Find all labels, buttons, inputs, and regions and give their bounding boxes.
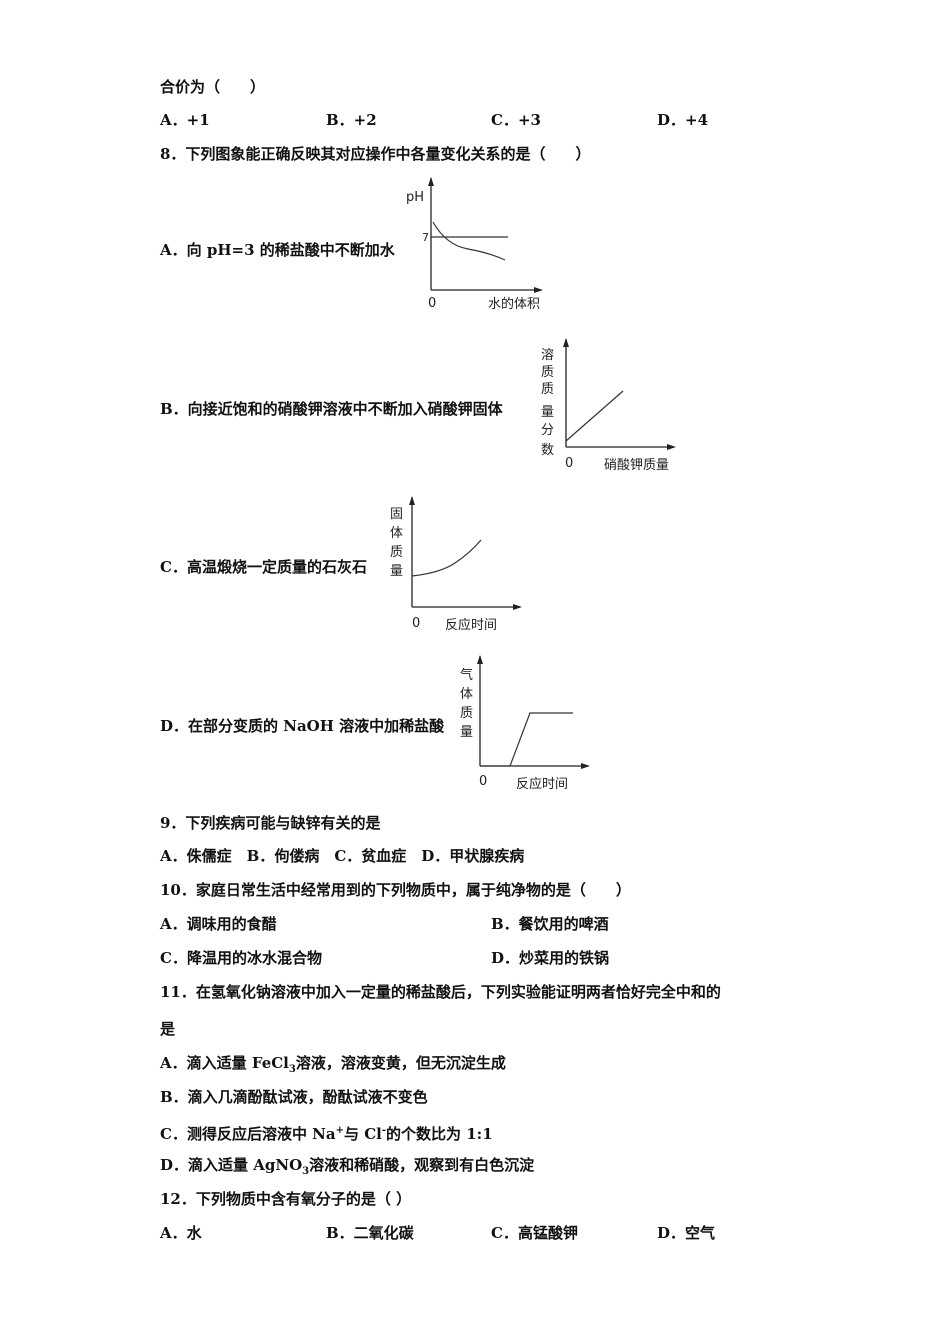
q9-stem: 9．下列疾病可能与缺锌有关的是 — [160, 814, 381, 832]
q11-a-post: 溶液，溶液变黄，但无沉淀生成 — [295, 1054, 506, 1072]
graph-a-origin: 0 — [428, 296, 436, 311]
graph-b-origin: 0 — [565, 456, 573, 471]
graph-d-y-arrow — [477, 655, 483, 664]
q11-a-sub: 3 — [288, 1064, 296, 1075]
graph-b-y-label-3: 质 — [541, 382, 554, 397]
q11-option-c: C．测得反应后溶液中 Na+与 Cl-的个数比为 1:1 — [160, 1121, 493, 1144]
graph-c-y-arrow — [409, 496, 415, 505]
graph-c-y-label-3: 质 — [390, 545, 403, 560]
q7-stem-tail: 合价为（ ） — [160, 78, 266, 96]
graph-c-origin: 0 — [412, 616, 420, 631]
graph-b-y-label-6: 数 — [541, 443, 554, 458]
graph-d-x-arrow — [581, 763, 590, 769]
graph-d-line — [480, 712, 573, 767]
q8-option-c: C．高温煅烧一定质量的石灰石 — [160, 558, 367, 576]
q9-options: A．侏儒症 B．佝偻病 C．贫血症 D．甲状腺疾病 — [160, 847, 525, 865]
graph-d-y-label-3: 质 — [460, 706, 473, 721]
q11-d-post: 溶液和稀硝酸，观察到有白色沉淀 — [309, 1156, 535, 1174]
q8-stem: 8．下列图象能正确反映其对应操作中各量变化关系的是（ ） — [160, 145, 591, 163]
graph-a-x-arrow — [534, 287, 543, 293]
q11-stem-line2: 是 — [160, 1020, 176, 1038]
graph-b-y-label-2: 质 — [541, 365, 554, 380]
q10-option-c: C．降温用的冰水混合物 — [160, 949, 322, 967]
q11-d-sub: 3 — [302, 1166, 310, 1177]
q10-stem: 10．家庭日常生活中经常用到的下列物质中，属于纯净物的是（ ） — [160, 881, 631, 899]
graph-a-y-mark: 7 — [422, 231, 429, 244]
graph-b-line — [565, 390, 624, 442]
graph-a-x-label: 水的体积 — [488, 296, 540, 312]
q11-stem-line1: 11．在氢氧化钠溶液中加入一定量的稀盐酸后，下列实验能证明两者恰好完全中和的 — [160, 983, 721, 1001]
q12-stem: 12．下列物质中含有氧分子的是（ ） — [160, 1190, 412, 1208]
q8-option-d: D．在部分变质的 NaOH 溶液中加稀盐酸 — [160, 717, 445, 735]
graph-b-x-label: 硝酸钾质量 — [604, 458, 669, 473]
q11-c-post: 的个数比为 1:1 — [386, 1125, 493, 1143]
q11-c-sup2: - — [381, 1125, 386, 1136]
q12-option-a: A．水 — [160, 1224, 202, 1242]
graph-b-y-label-1: 溶 — [541, 348, 554, 363]
q10-option-a: A．调味用的食醋 — [160, 915, 277, 933]
q10-option-d: D．炒菜用的铁锅 — [491, 949, 610, 967]
graph-b-x-arrow — [667, 444, 676, 450]
graph-d: 气 体 质 量 0 反应时间 — [455, 652, 600, 797]
q12-option-b: B．二氧化碳 — [326, 1224, 414, 1242]
graph-c: 固 体 质 量 0 反应时间 — [385, 493, 535, 638]
graph-c-y-label-4: 量 — [390, 564, 403, 579]
graph-a-y-arrow — [428, 177, 434, 186]
graph-c-y-label-1: 固 — [390, 507, 403, 522]
graph-c-x-label: 反应时间 — [445, 617, 497, 633]
q8-option-b: B．向接近饱和的硝酸钾溶液中不断加入硝酸钾固体 — [160, 400, 503, 418]
graph-a: pH 7 0 水的体积 — [398, 175, 558, 315]
q10-option-b: B．餐饮用的啤酒 — [491, 915, 609, 933]
q11-option-b: B．滴入几滴酚酞试液，酚酞试液不变色 — [160, 1088, 428, 1106]
q11-c-mid: 与 Cl — [343, 1125, 382, 1143]
graph-d-x-label: 反应时间 — [516, 776, 568, 792]
graph-d-y-label-1: 气 — [460, 667, 473, 683]
q8-option-a: A．向 pH=3 的稀盐酸中不断加水 — [160, 241, 395, 259]
q11-option-d: D．滴入适量 AgNO3溶液和稀硝酸，观察到有白色沉淀 — [160, 1155, 534, 1182]
q7-option-b: B．+2 — [326, 111, 377, 129]
q12-option-d: D．空气 — [657, 1224, 716, 1242]
q7-option-c: C．+3 — [491, 111, 541, 129]
q12-option-c: C．高锰酸钾 — [491, 1224, 578, 1242]
graph-b: 溶 质 质 量 分 数 0 硝酸钾质量 — [538, 335, 688, 480]
graph-b-y-label-5: 分 — [541, 423, 554, 438]
graph-d-y-label-2: 体 — [460, 687, 473, 702]
q11-option-a: A．滴入适量 FeCl3溶液，溶液变黄，但无沉淀生成 — [160, 1053, 506, 1080]
q7-option-d: D．+4 — [657, 111, 709, 129]
q11-c-sup1: + — [335, 1125, 344, 1136]
graph-a-y-label: pH — [406, 190, 424, 205]
q7-option-a: A．+1 — [160, 111, 210, 129]
graph-b-y-arrow — [563, 338, 569, 347]
graph-c-y-label-2: 体 — [390, 526, 403, 541]
q11-c-pre: C．测得反应后溶液中 Na — [160, 1125, 336, 1143]
q11-a-pre: A．滴入适量 FeCl — [160, 1054, 289, 1072]
graph-b-y-label-4: 量 — [541, 405, 554, 420]
graph-d-origin: 0 — [479, 774, 487, 789]
graph-c-curve — [411, 539, 482, 577]
graph-c-x-arrow — [513, 604, 522, 610]
q11-d-pre: D．滴入适量 AgNO — [160, 1156, 303, 1174]
graph-d-y-label-4: 量 — [460, 725, 473, 740]
graph-a-curve — [432, 221, 506, 261]
